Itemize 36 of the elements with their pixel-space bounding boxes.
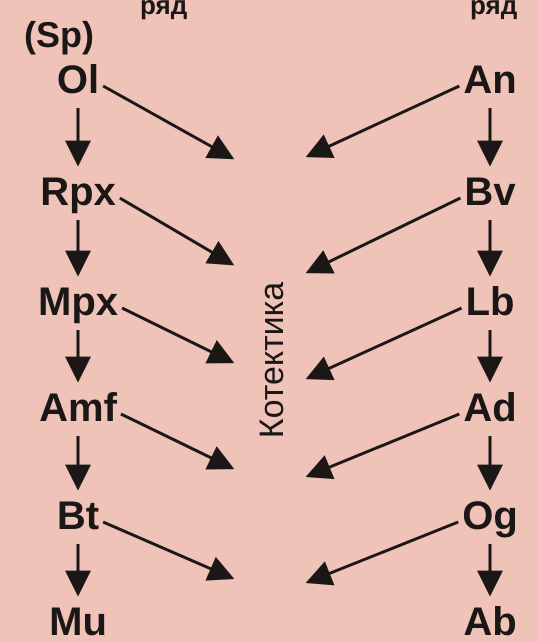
mineral-abbreviation: Lb bbox=[466, 282, 514, 322]
arrow bbox=[306, 412, 460, 480]
mineral-abbreviation: Mu bbox=[49, 602, 107, 642]
arrow bbox=[102, 520, 234, 581]
node-note: (Sp) bbox=[24, 16, 94, 54]
arrow bbox=[65, 108, 91, 167]
mineral-abbreviation: Bt bbox=[56, 496, 100, 536]
arrow bbox=[477, 330, 503, 383]
arrow bbox=[477, 220, 503, 277]
arrow bbox=[306, 84, 460, 158]
arrow bbox=[477, 436, 503, 491]
mineral-abbreviation: Amf bbox=[39, 388, 117, 428]
arrow bbox=[102, 84, 234, 160]
arrow bbox=[119, 196, 234, 266]
vertical-label: Котектика bbox=[255, 282, 289, 438]
mineral-abbreviation: Ol bbox=[56, 60, 100, 100]
arrow bbox=[65, 220, 91, 277]
mineral-abbreviation: Og bbox=[462, 496, 518, 536]
arrow bbox=[120, 412, 234, 470]
arrow bbox=[306, 196, 462, 274]
series-label: ряд bbox=[140, 0, 188, 18]
mineral-abbreviation: Rpx bbox=[40, 172, 116, 212]
arrow bbox=[121, 306, 234, 364]
series-label: ряд bbox=[470, 0, 518, 18]
mineral-abbreviation: Mpx bbox=[38, 282, 118, 322]
mineral-abbreviation: An bbox=[463, 60, 517, 100]
arrow bbox=[65, 436, 91, 491]
mineral-abbreviation: Ad bbox=[463, 388, 517, 428]
arrow bbox=[477, 108, 503, 167]
arrow bbox=[65, 330, 91, 383]
mineral-abbreviation: Ab bbox=[463, 602, 517, 642]
arrow bbox=[306, 306, 462, 380]
arrow bbox=[477, 544, 503, 597]
arrow bbox=[65, 544, 91, 597]
arrow bbox=[306, 520, 459, 586]
mineral-abbreviation: Bv bbox=[464, 172, 516, 212]
